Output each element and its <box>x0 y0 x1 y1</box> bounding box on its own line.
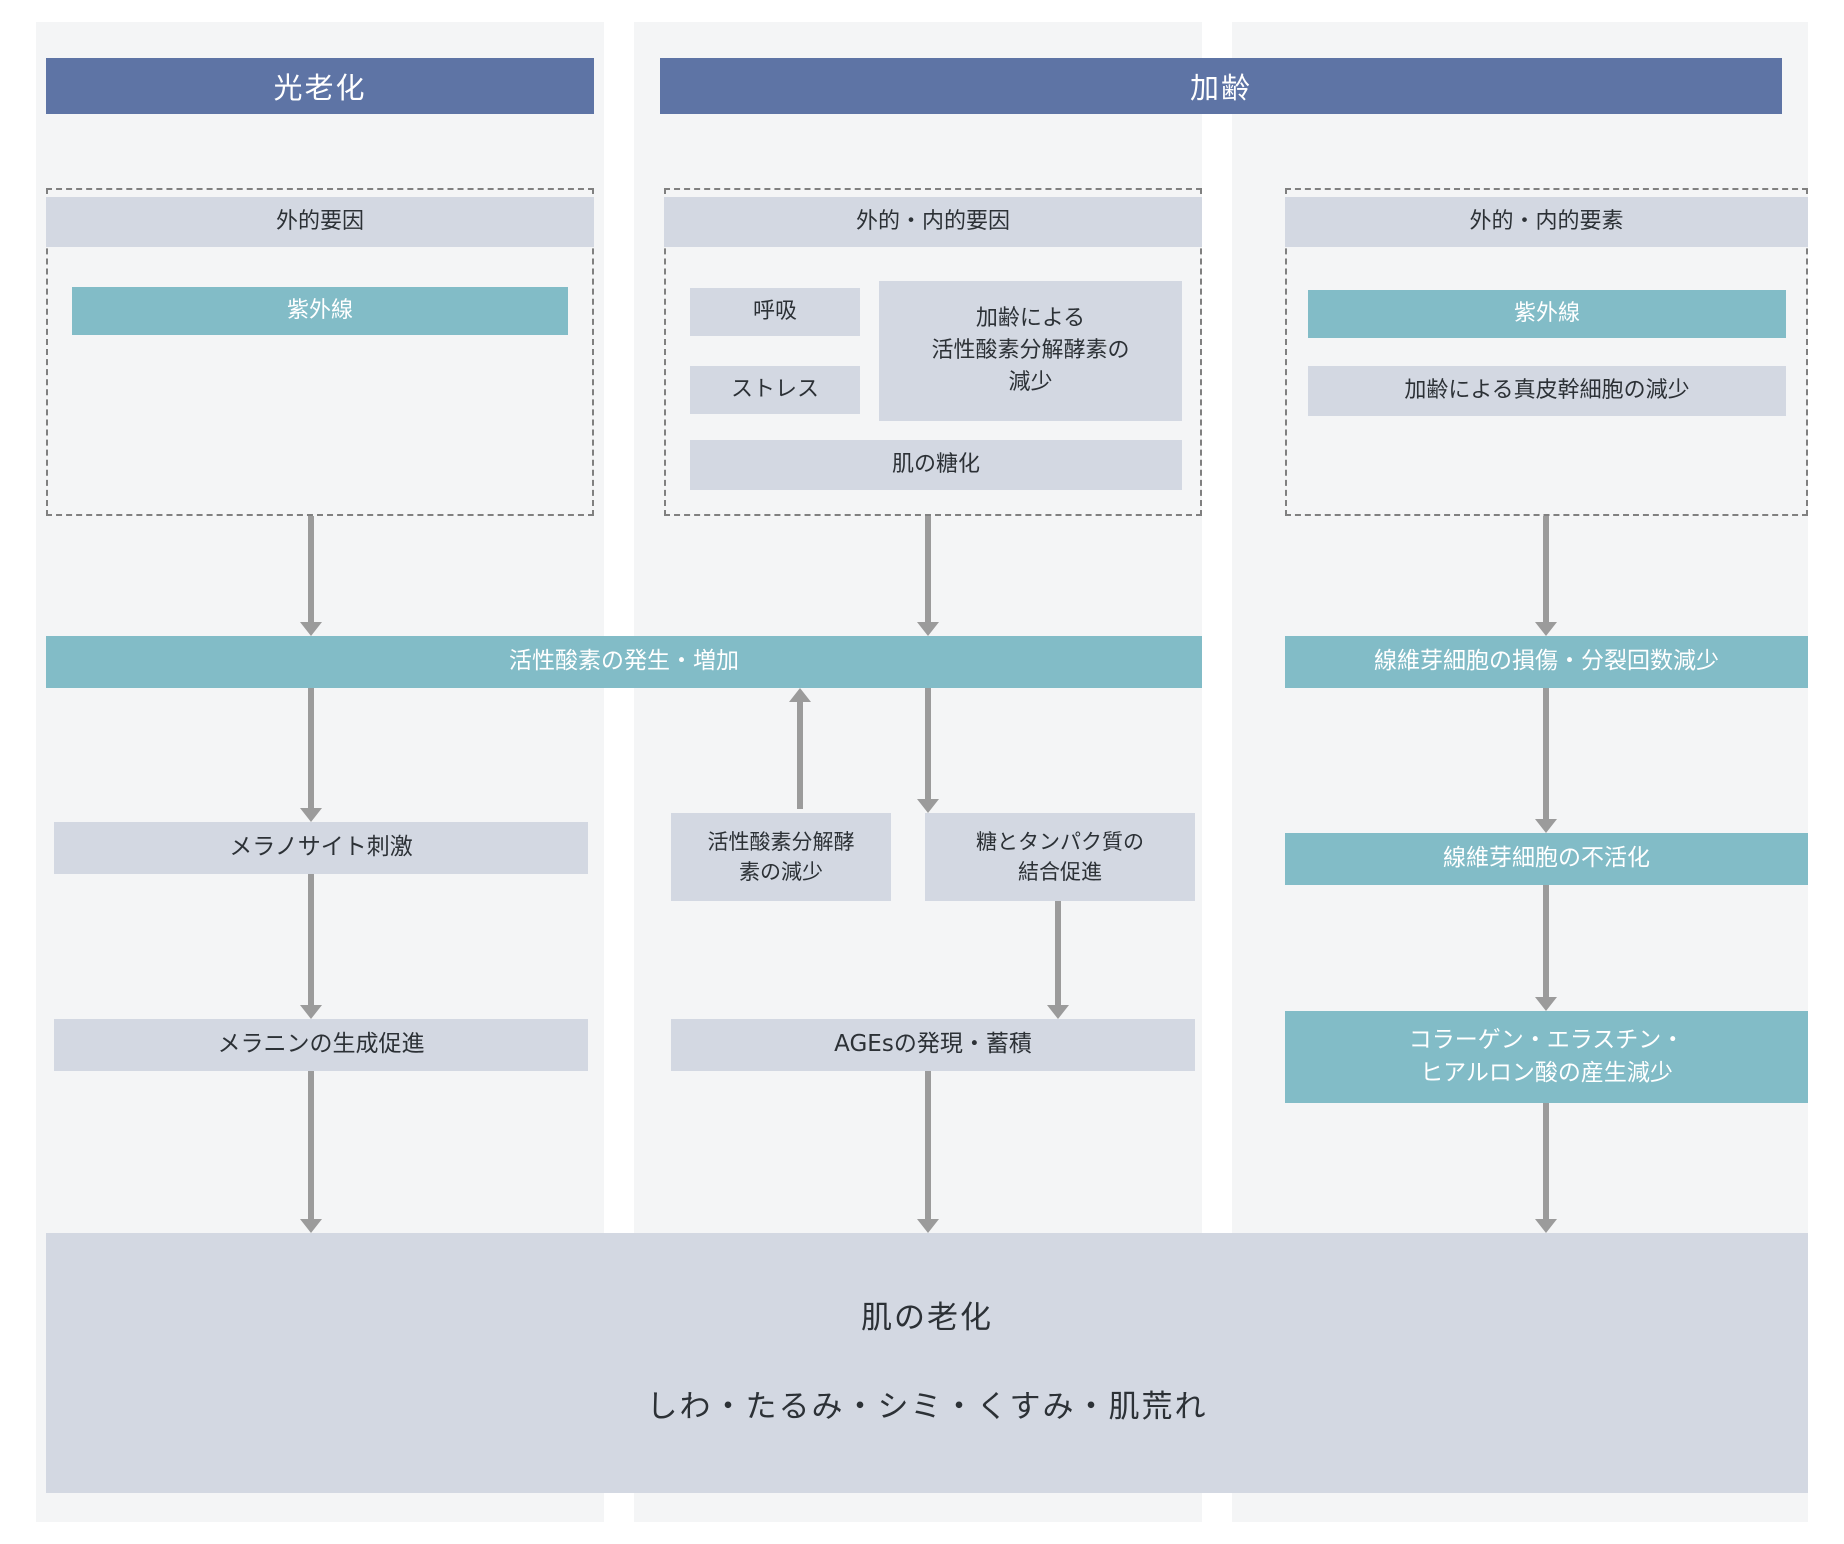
node-uv-right: 紫外線 <box>1308 290 1786 338</box>
arrow-melanin-to-result <box>308 1071 314 1220</box>
node-fibroblast-inactivation: 線維芽細胞の不活化 <box>1285 833 1808 885</box>
arrow-ros-to-melanocyte <box>308 688 314 809</box>
arrow-uv-to-ros <box>308 516 314 623</box>
node-collagen-line1: コラーゲン・エラスチン・ <box>1408 1026 1685 1053</box>
node-sod-decrease-line2: 素の減少 <box>739 860 823 884</box>
node-dermal-stem-cell-decrease: 加齢による真皮幹細胞の減少 <box>1308 366 1786 416</box>
node-aging-sod-decrease: 加齢による 活性酸素分解酵素の 減少 <box>879 281 1182 421</box>
arrow-ages-to-result <box>925 1071 931 1220</box>
node-sod-decrease-line1: 活性酸素分解酵 <box>707 829 855 854</box>
node-fibroblast-damage: 線維芽細胞の損傷・分裂回数減少 <box>1285 636 1808 688</box>
factor-group-right <box>1285 188 1808 516</box>
arrow-factors-to-fibroblast-damage <box>1543 516 1549 623</box>
node-ages-accumulation: AGEsの発現・蓄積 <box>671 1019 1195 1071</box>
group-label-external-factor: 外的要因 <box>46 197 594 247</box>
result-subtitle: しわ・たるみ・シミ・くすみ・肌荒れ <box>646 1389 1208 1425</box>
arrow-ros-to-sugar-protein <box>925 688 931 800</box>
node-sugar-protein-binding: 糖とタンパク質の 結合促進 <box>925 813 1195 901</box>
factor-group-left <box>46 188 594 516</box>
node-ros-generation-increase: 活性酸素の発生・増加 <box>46 636 1202 688</box>
node-sugar-protein-line2: 結合促進 <box>1018 860 1102 884</box>
arrow-sod-decrease-to-ros <box>797 701 803 809</box>
group-label-external-internal-element: 外的・内的要素 <box>1285 197 1808 247</box>
group-label-external-internal-factor: 外的・内的要因 <box>664 197 1202 247</box>
node-skin-glycation: 肌の糖化 <box>690 440 1182 490</box>
header-aging: 加齢 <box>660 58 1782 114</box>
node-aging-sod-decrease-line1: 加齢による <box>975 306 1086 332</box>
node-skin-aging-result: 肌の老化 しわ・たるみ・シミ・くすみ・肌荒れ <box>46 1233 1808 1493</box>
arrow-collagen-to-result <box>1543 1103 1549 1220</box>
node-collagen-line2: ヒアルロン酸の産生減少 <box>1420 1060 1673 1086</box>
node-uv-left: 紫外線 <box>72 287 568 335</box>
arrow-factors-to-ros <box>925 516 931 623</box>
node-respiration: 呼吸 <box>690 288 860 336</box>
node-melanin-production: メラニンの生成促進 <box>54 1019 588 1071</box>
arrow-inactivation-to-collagen <box>1543 885 1549 998</box>
node-sod-decrease: 活性酸素分解酵 素の減少 <box>671 813 891 901</box>
node-aging-sod-decrease-line3: 減少 <box>1008 369 1053 395</box>
arrow-damage-to-inactivation <box>1543 688 1549 820</box>
node-stress: ストレス <box>690 366 860 414</box>
node-sugar-protein-line1: 糖とタンパク質の <box>976 829 1144 854</box>
node-collagen-elastin-ha-decrease: コラーゲン・エラスチン・ ヒアルロン酸の産生減少 <box>1285 1011 1808 1103</box>
node-melanocyte-stimulation: メラノサイト刺激 <box>54 822 588 874</box>
arrow-melanocyte-to-melanin <box>308 874 314 1006</box>
factor-group-middle <box>664 188 1202 516</box>
arrow-sugar-protein-to-ages <box>1055 901 1061 1006</box>
node-aging-sod-decrease-line2: 活性酸素分解酵素の <box>931 338 1130 364</box>
result-title: 肌の老化 <box>861 1300 993 1337</box>
header-photoaging: 光老化 <box>46 58 594 114</box>
